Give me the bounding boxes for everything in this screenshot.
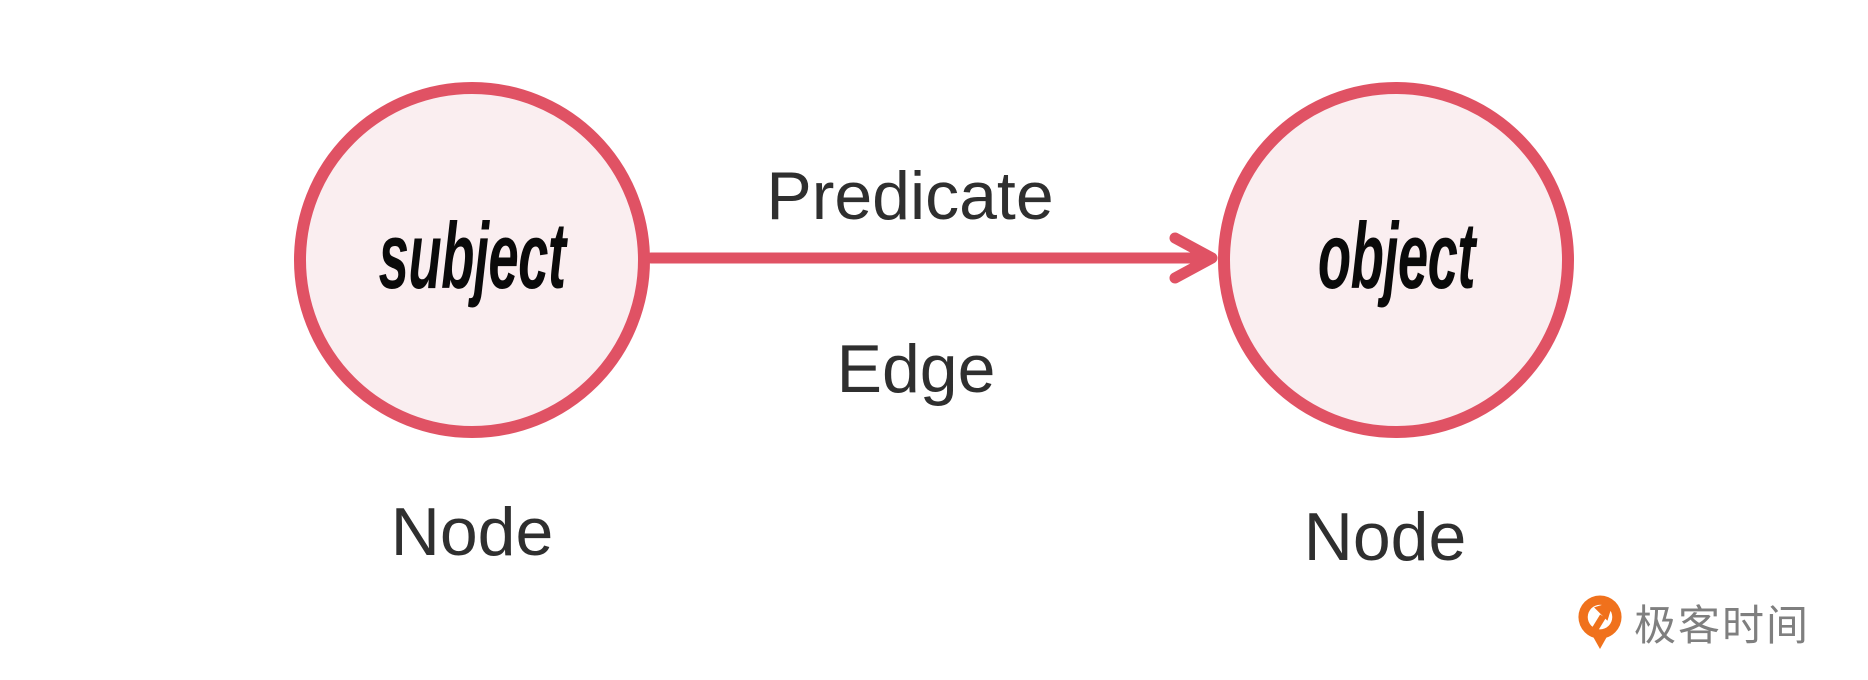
- node-object: object: [1218, 82, 1574, 438]
- node-subject: subject: [294, 82, 650, 438]
- geektime-logo: 极客时间: [1576, 592, 1810, 653]
- geektime-pin-icon: [1578, 594, 1622, 649]
- subject-node-label: subject: [378, 203, 566, 308]
- node-caption-right: Node: [1303, 499, 1467, 575]
- predicate-label: Predicate: [766, 158, 1054, 234]
- edge-arrow: [645, 232, 1218, 284]
- geektime-logo-text: 极客时间: [1634, 602, 1811, 649]
- object-node-label: object: [1317, 203, 1475, 308]
- node-caption-left: Node: [390, 494, 554, 570]
- edge-label: Edge: [836, 331, 996, 407]
- arrowhead-icon: [1169, 232, 1218, 284]
